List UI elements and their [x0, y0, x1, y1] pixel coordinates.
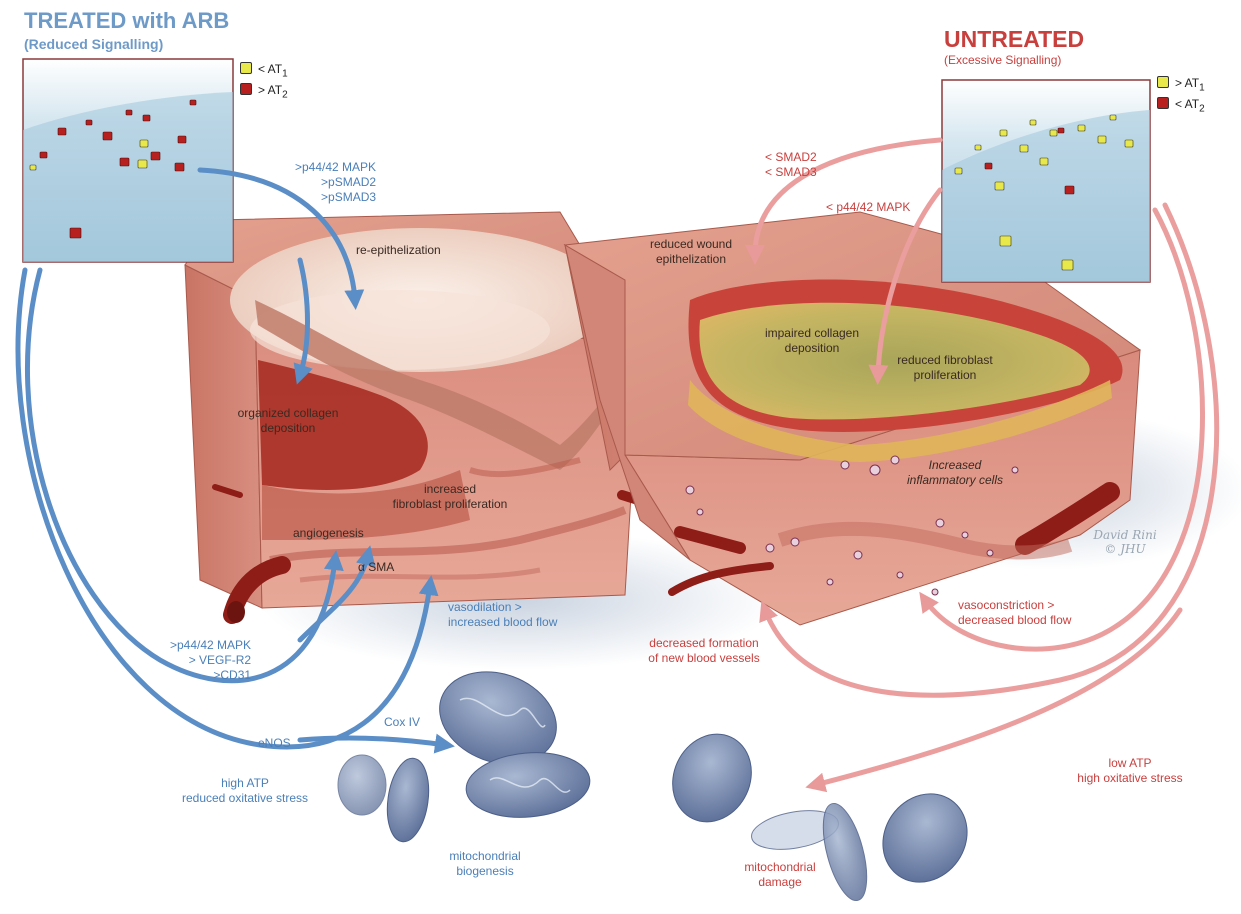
- enos-label: eNOS: [258, 736, 291, 751]
- vaso-line-1: vasoconstriction >: [958, 598, 1071, 613]
- legend-at2-item-untreated: < AT2: [1157, 96, 1205, 117]
- low-atp-line-1: low ATP: [1055, 756, 1205, 771]
- legend-at1-item-untreated: > AT1: [1157, 75, 1205, 96]
- vasoconstriction-label: vasoconstriction > decreased blood flow: [958, 598, 1071, 628]
- untreated-cell-inset: [942, 80, 1150, 282]
- legend-at1-text: < AT: [258, 62, 282, 76]
- signal-line-1: >p44/42 MAPK: [295, 160, 376, 175]
- inflammatory-cells-label: Increased inflammatory cells: [895, 458, 1015, 488]
- fibroblast-line-1: increased: [385, 482, 515, 497]
- smad-label: < SMAD2 < SMAD3: [765, 150, 817, 180]
- signature-line-2: © JHU: [1090, 542, 1160, 556]
- signal-bottom-line-3: >CD31: [170, 668, 251, 683]
- legend-at2-sub-untreated: 2: [1199, 104, 1205, 115]
- mito-damage-line-1: mitochondrial: [725, 860, 835, 875]
- vessels-line-2: of new blood vessels: [634, 651, 774, 666]
- reduced-fibroblast-label: reduced fibroblast proliferation: [890, 353, 1000, 383]
- legend-at2-item: > AT2: [240, 82, 288, 103]
- mito-damage-label: mitochondrial damage: [725, 860, 835, 890]
- fibroblast-label: increased fibroblast proliferation: [385, 482, 515, 512]
- vasodilation-line-1: vasodilation >: [448, 600, 557, 615]
- collagen-line-2: deposition: [228, 421, 348, 436]
- wound-line-2: epithelization: [626, 252, 756, 267]
- untreated-legend: > AT1 < AT2: [1157, 75, 1205, 118]
- high-atp-label: high ATP reduced oxitative stress: [170, 776, 320, 806]
- reduced-fibro-line-1: reduced fibroblast: [890, 353, 1000, 368]
- alpha-sma-label: α SMA: [358, 560, 394, 575]
- legend-swatch-red: [1157, 97, 1169, 109]
- legend-at1-sub: 1: [282, 68, 288, 79]
- impaired-line-1: impaired collagen: [752, 326, 872, 341]
- treated-subtitle: (Reduced Signalling): [24, 35, 163, 53]
- cox-iv-label: Cox IV: [384, 715, 420, 730]
- treated-mitochondria: [338, 656, 593, 844]
- legend-at2-sub: 2: [282, 90, 288, 101]
- vessels-line-1: decreased formation: [634, 636, 774, 651]
- signal-line-3: >pSMAD3: [295, 190, 376, 205]
- signal-line-2: >pSMAD2: [295, 175, 376, 190]
- artist-signature: David Rini © JHU: [1090, 528, 1160, 556]
- treated-title: TREATED with ARB: [24, 9, 229, 33]
- fibroblast-line-2: fibroblast proliferation: [385, 497, 515, 512]
- legend-at1-sub-untreated: 1: [1199, 82, 1205, 93]
- wound-line-1: reduced wound: [626, 237, 756, 252]
- smad-line-1: < SMAD2: [765, 150, 817, 165]
- vasodilation-line-2: increased blood flow: [448, 615, 557, 630]
- low-atp-line-2: high oxitative stress: [1055, 771, 1205, 786]
- treated-signal-bottom: >p44/42 MAPK > VEGF-R2 >CD31: [170, 638, 251, 683]
- mito-biogenesis-label: mitochondrial biogenesis: [430, 849, 540, 879]
- collagen-line-1: organized collagen: [228, 406, 348, 421]
- legend-at1-text-untreated: > AT: [1175, 76, 1199, 90]
- inflam-line-2: inflammatory cells: [895, 473, 1015, 488]
- treated-legend: < AT1 > AT2: [240, 61, 288, 104]
- vaso-line-2: decreased blood flow: [958, 613, 1071, 628]
- re-epithelization-label: re-epithelization: [356, 243, 441, 258]
- treated-signal-top: >p44/42 MAPK >pSMAD2 >pSMAD3: [295, 160, 376, 205]
- signal-bottom-line-1: >p44/42 MAPK: [170, 638, 251, 653]
- impaired-collagen-label: impaired collagen deposition: [752, 326, 872, 356]
- signature-line-1: David Rini: [1090, 528, 1160, 542]
- legend-swatch-yellow: [240, 62, 252, 74]
- legend-at1-item: < AT1: [240, 61, 288, 82]
- smad-line-2: < SMAD3: [765, 165, 817, 180]
- mito-line-2: biogenesis: [430, 864, 540, 879]
- mapk-label: < p44/42 MAPK: [826, 200, 910, 215]
- atp-line-2: reduced oxitative stress: [170, 791, 320, 806]
- legend-swatch-red: [240, 83, 252, 95]
- mito-damage-line-2: damage: [725, 875, 835, 890]
- legend-at2-text-untreated: < AT: [1175, 97, 1199, 111]
- signal-bottom-line-2: > VEGF-R2: [170, 653, 251, 668]
- atp-line-1: high ATP: [170, 776, 320, 791]
- organized-collagen-label: organized collagen deposition: [228, 406, 348, 436]
- untreated-title: UNTREATED: [944, 27, 1084, 52]
- legend-at2-text: > AT: [258, 83, 282, 97]
- reduced-fibro-line-2: proliferation: [890, 368, 1000, 383]
- legend-swatch-yellow: [1157, 76, 1169, 88]
- low-atp-label: low ATP high oxitative stress: [1055, 756, 1205, 786]
- decreased-vessels-label: decreased formation of new blood vessels: [634, 636, 774, 666]
- mito-line-1: mitochondrial: [430, 849, 540, 864]
- reduced-wound-label: reduced wound epithelization: [626, 237, 756, 267]
- impaired-line-2: deposition: [752, 341, 872, 356]
- untreated-subtitle: (Excessive Signalling): [944, 53, 1061, 68]
- inflam-line-1: Increased: [895, 458, 1015, 473]
- vasodilation-label: vasodilation > increased blood flow: [448, 600, 557, 630]
- treated-cell-inset: [23, 59, 233, 262]
- angiogenesis-label: angiogenesis: [293, 526, 364, 541]
